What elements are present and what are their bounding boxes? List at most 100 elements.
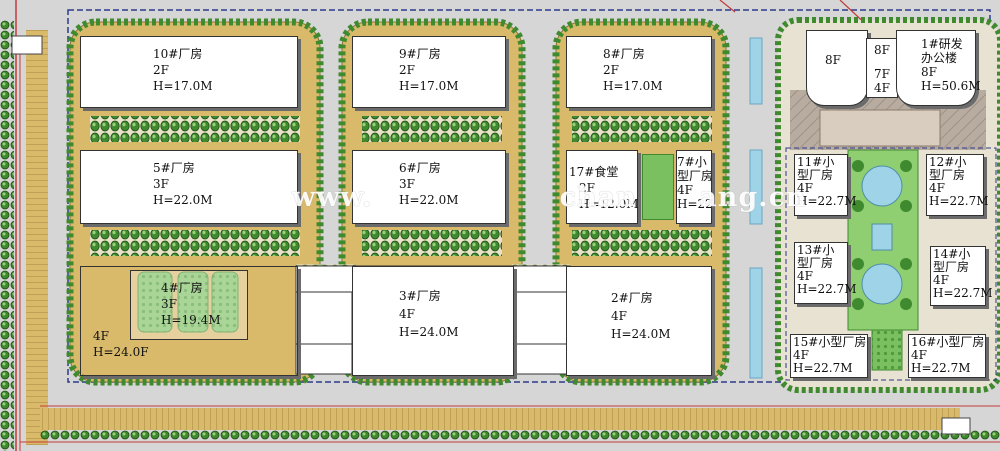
building-11: 11#小 型厂房 4F H=22.7M: [794, 154, 857, 216]
building-1-core: 8F 7F 4F: [866, 38, 898, 98]
building-4-lower-floors: 4F: [93, 329, 109, 343]
building-5-floors: 3F: [153, 177, 169, 191]
courtyard-lawn: [211, 271, 239, 333]
gate-south: [941, 417, 971, 435]
west-paving-strip: [26, 30, 48, 445]
hedge-row: [90, 230, 300, 256]
hedge-row: [90, 116, 300, 142]
building-2-height: H=24.0M: [611, 327, 671, 341]
building-11-name: 11#小: [797, 155, 835, 169]
building-11-height: H=22.7M: [797, 194, 857, 208]
connector-bridge: [511, 291, 569, 345]
building-14-type: 型厂房: [933, 260, 970, 274]
building-10: 10#厂房 2F H=17.0M: [80, 36, 298, 108]
building-16: 16#小型厂房 4F H=22.7M: [908, 334, 986, 378]
gate-west: [11, 35, 43, 55]
garden-patch: [871, 329, 903, 371]
building-14-floors: 4F: [933, 273, 949, 287]
building-9: 9#厂房 2F H=17.0M: [352, 36, 506, 108]
building-6-name: 6#厂房: [399, 161, 441, 175]
building-3-floors: 4F: [399, 307, 415, 321]
building-17-canteen: 17#食堂 2F H=12.0M: [566, 150, 639, 224]
building-5: 5#厂房 3F H=22.0M: [80, 150, 298, 224]
canteen-garden: [642, 154, 674, 220]
building-15-height: H=22.7M: [793, 361, 853, 375]
building-7-name: 7#小: [677, 155, 707, 169]
building-3-name: 3#厂房: [399, 289, 441, 303]
building-7-height: H=22.: [677, 197, 711, 211]
building-4-height: H=19.4M: [161, 313, 221, 327]
building-15: 15#小型厂房 4F H=22.7M: [790, 334, 868, 378]
watermark-text: www. chan ang.cn: [292, 182, 807, 213]
building-14: 14#小 型厂房 4F H=22.7M: [930, 246, 993, 306]
building-3: 3#厂房 4F H=24.0M: [352, 266, 514, 376]
building-4-lower-height: H=24.0F: [93, 345, 149, 359]
building-7-type: 型厂房: [677, 169, 712, 183]
building-16-height: H=22.7M: [911, 361, 971, 375]
building-4-upper: 4#厂房 3F H=19.4M: [130, 270, 248, 340]
courtyard-lawn: [137, 271, 173, 333]
building-17-height: H=12.0M: [579, 197, 639, 211]
hedge-row: [572, 230, 712, 256]
building-1-wing-left: 8F: [806, 30, 868, 106]
building-13-height: H=22.7M: [797, 282, 857, 296]
building-11-type: 型厂房: [797, 168, 834, 182]
courtyard-lawn: [177, 271, 209, 333]
connector-bridge: [295, 291, 353, 345]
hedge-row: [362, 230, 502, 256]
building-17-floors: 2F: [579, 181, 595, 195]
building-6: 6#厂房 3F H=22.0M: [352, 150, 506, 224]
building-1-floors: 8F: [921, 65, 937, 79]
building-16-floors: 4F: [911, 348, 927, 362]
building-5-height: H=22.0M: [153, 193, 213, 207]
building-12-height: H=22.7M: [929, 194, 989, 208]
building-15-floors: 4F: [793, 348, 809, 362]
building-8-name: 8#厂房: [603, 47, 645, 61]
south-paving-strip: [40, 408, 960, 430]
building-14-height: H=22.7M: [933, 286, 993, 300]
building-16-name: 16#小型厂房: [911, 335, 985, 349]
building-8-height: H=17.0M: [603, 79, 663, 93]
building-9-name: 9#厂房: [399, 47, 441, 61]
building-12-type: 型厂房: [929, 168, 966, 182]
west-tree-row: [0, 20, 14, 451]
building-1-name: 1#研发: [921, 37, 963, 51]
building-1-wing-right: 1#研发 办公楼 8F H=50.6M: [896, 30, 981, 106]
building-1-core-floors-b: 4F: [874, 81, 890, 95]
building-5-name: 5#厂房: [153, 161, 195, 175]
water-strip: [749, 37, 763, 105]
building-11-floors: 4F: [797, 181, 813, 195]
building-13-type: 型厂房: [797, 256, 834, 270]
building-4-floors: 3F: [161, 297, 177, 311]
building-8: 8#厂房 2F H=17.0M: [566, 36, 712, 108]
building-7-floors: 4F: [677, 183, 693, 197]
south-tree-row: [40, 430, 1000, 440]
building-1-core-floors-top: 8F: [874, 43, 890, 57]
building-7: 7#小 型厂房 4F H=22.: [676, 150, 712, 224]
building-2-name: 2#厂房: [611, 291, 653, 305]
water-strip: [749, 267, 763, 379]
building-9-height: H=17.0M: [399, 79, 459, 93]
building-1-core-floors-a: 7F: [874, 67, 890, 81]
building-1-height: H=50.6M: [921, 79, 981, 93]
building-13-floors: 4F: [797, 269, 813, 283]
building-6-height: H=22.0M: [399, 193, 459, 207]
building-1-type: 办公楼: [921, 51, 958, 65]
hedge-row: [362, 116, 502, 142]
building-14-name: 14#小: [933, 247, 971, 261]
building-6-floors: 3F: [399, 177, 415, 191]
building-4-name: 4#厂房: [161, 281, 203, 295]
building-2-floors: 4F: [611, 309, 627, 323]
building-13-name: 13#小: [797, 243, 835, 257]
building-12-floors: 4F: [929, 181, 945, 195]
building-13: 13#小 型厂房 4F H=22.7M: [794, 242, 857, 304]
building-10-name: 10#厂房: [153, 47, 203, 61]
building-12-name: 12#小: [929, 155, 967, 169]
building-15-name: 15#小型厂房: [793, 335, 867, 349]
building-10-floors: 2F: [153, 63, 169, 77]
building-17-name: 17#食堂: [569, 165, 619, 179]
hedge-row: [572, 116, 712, 142]
building-9-floors: 2F: [399, 63, 415, 77]
building-2: 2#厂房 4F H=24.0M: [566, 266, 712, 376]
